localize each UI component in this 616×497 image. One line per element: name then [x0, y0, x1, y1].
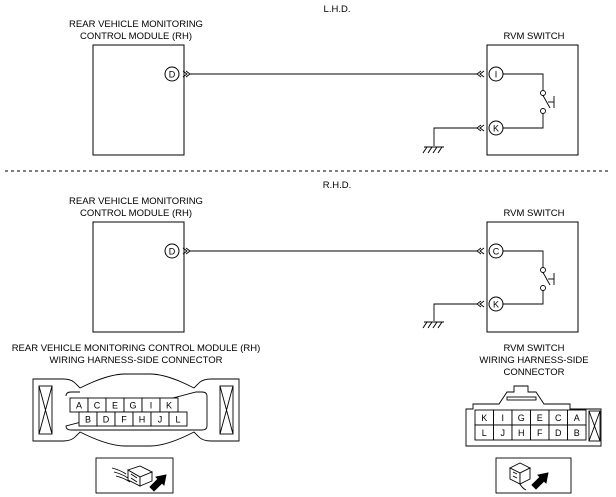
- rhd-module-title-line1: REAR VEHICLE MONITORING: [69, 196, 203, 207]
- harness-mark-icon: [476, 300, 485, 308]
- connector-cavity: E: [530, 409, 550, 426]
- cavity-label: J: [158, 414, 163, 424]
- harness-mark-icon: [476, 70, 485, 78]
- connector-cavity: I: [493, 409, 513, 426]
- cavity-label: J: [501, 428, 506, 438]
- switch-connector-cavities: K I G E C A L J H F D B: [474, 409, 587, 441]
- connector-view-arrow-icon: [111, 465, 167, 492]
- rhd-module-box: [92, 221, 185, 333]
- cavity-label: I: [501, 413, 504, 423]
- connector-cavity: I: [141, 397, 161, 413]
- cavity-label: I: [150, 400, 153, 410]
- connector-cavity: L: [474, 424, 494, 441]
- cavity-label: C: [555, 413, 562, 423]
- rhd-module-title-line2: CONTROL MODULE (RH): [80, 208, 192, 219]
- connector-view-arrow-icon: [508, 462, 549, 491]
- lhd-section-label: L.H.D.: [324, 4, 351, 15]
- rhd-switch-pin-top-label: C: [493, 247, 500, 257]
- connector-cavity: F: [114, 411, 134, 427]
- connector-cavity: C: [548, 409, 568, 426]
- connector-cavity: C: [87, 397, 107, 413]
- switch-connector-view-frame: [495, 457, 572, 494]
- rhd-switch-box: [486, 221, 579, 333]
- rhd-switch-pin-bottom-label: K: [493, 300, 499, 310]
- switch-contact-icon: [503, 250, 555, 305]
- cavity-label: D: [103, 414, 110, 424]
- cavity-label: E: [537, 413, 543, 423]
- connector-cavity: G: [511, 409, 531, 426]
- lhd-module-pin-circle: [164, 66, 180, 82]
- connector-cavity: D: [96, 411, 116, 427]
- connector-cavity: B: [78, 411, 98, 427]
- lhd-switch-pin-bottom-label: K: [493, 124, 499, 134]
- cavity-label: F: [121, 414, 127, 424]
- rhd-switch-title: RVM SWITCH: [503, 208, 564, 219]
- switch-connector-face: [465, 385, 602, 447]
- connector-cavity: A: [69, 397, 89, 413]
- rhd-module-pin-circle: [164, 243, 180, 259]
- ground-icon: [422, 146, 444, 154]
- cavity-label: C: [94, 400, 101, 410]
- connector-cavity: J: [150, 411, 170, 427]
- harness-mark-icon: [476, 247, 485, 255]
- harness-mark-icon: [476, 124, 485, 132]
- cavity-label: L: [175, 414, 180, 424]
- connector-cavity: G: [123, 397, 143, 413]
- rhd-section-label: R.H.D.: [323, 180, 352, 191]
- lhd-switch-box: [486, 44, 579, 156]
- module-connector-cavities: A C E G I K B D F H J L: [69, 397, 188, 427]
- lhd-switch-pin-top-label: I: [495, 70, 498, 80]
- connector-cavity: E: [105, 397, 125, 413]
- module-connector-title-line1: REAR VEHICLE MONITORING CONTROL MODULE (…: [12, 343, 261, 354]
- switch-connector-title-line1: RVM SWITCH: [503, 343, 564, 354]
- cavity-label: B: [85, 414, 91, 424]
- module-connector-title-line2: WIRING HARNESS-SIDE CONNECTOR: [50, 355, 223, 366]
- connector-cavity: B: [567, 424, 587, 441]
- rhd-module-pin-label: D: [169, 247, 176, 257]
- cavity-label: B: [574, 428, 580, 438]
- connector-cavity: H: [132, 411, 152, 427]
- cavity-label: K: [166, 400, 172, 410]
- connector-cavity: K: [159, 397, 179, 413]
- cavity-label: K: [481, 413, 487, 423]
- connector-cavity: K: [474, 409, 494, 426]
- cavity-label: H: [139, 414, 146, 424]
- cavity-label: E: [112, 400, 118, 410]
- ground-icon: [422, 321, 444, 329]
- switch-contact-icon: [503, 73, 555, 129]
- lhd-module-title-line1: REAR VEHICLE MONITORING: [69, 19, 203, 30]
- rhd-ground-wire: [433, 303, 477, 321]
- lhd-module-pin-label: D: [169, 70, 176, 80]
- connector-cavity: J: [493, 424, 513, 441]
- connector-cavity: F: [530, 424, 550, 441]
- switch-connector-title-line2: WIRING HARNESS-SIDE: [479, 355, 588, 366]
- connector-cavity: D: [548, 424, 568, 441]
- lhd-module-box: [92, 44, 185, 156]
- lhd-ground-wire: [433, 127, 477, 146]
- cavity-label: D: [555, 428, 562, 438]
- connector-cavity: A: [567, 409, 587, 426]
- cavity-label: A: [574, 413, 580, 423]
- connector-cavity: L: [168, 411, 188, 427]
- switch-connector-title-line3: CONNECTOR: [503, 367, 564, 378]
- lhd-switch-title: RVM SWITCH: [503, 31, 564, 42]
- cavity-label: G: [518, 413, 525, 423]
- lhd-module-title-line2: CONTROL MODULE (RH): [80, 31, 192, 42]
- module-connector-face: [32, 373, 240, 447]
- cavity-label: L: [482, 428, 487, 438]
- cavity-label: A: [76, 400, 82, 410]
- cavity-label: H: [518, 428, 525, 438]
- connector-cavity: H: [511, 424, 531, 441]
- cavity-label: G: [129, 400, 136, 410]
- cavity-label: F: [537, 428, 543, 438]
